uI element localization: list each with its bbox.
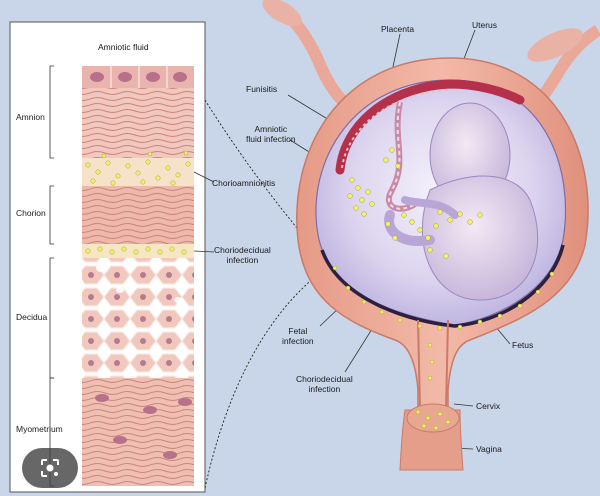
- label-fetal-infection-line2: infection: [282, 336, 314, 346]
- tissue-column: [49, 65, 194, 487]
- lens-search-button[interactable]: [22, 448, 78, 488]
- label-decidua: Decidua: [16, 312, 48, 322]
- label-amnion: Amnion: [16, 112, 45, 122]
- label-choriodecidual2-line2: infection: [308, 384, 341, 394]
- label-funisitis: Funisitis: [246, 84, 278, 94]
- label-choriodecidual-infection-left: Choriodecidual infection: [214, 245, 271, 265]
- label-choriodecidual-line2: infection: [226, 255, 259, 265]
- uterus-illustration: [262, 0, 600, 471]
- placenta-shape: [335, 79, 525, 175]
- label-vagina: Vagina: [476, 444, 502, 454]
- label-choriodecidual2-line1: Choriodecidual: [296, 374, 353, 384]
- tissue-infection-dots: [85, 150, 191, 255]
- label-fetus: Fetus: [512, 340, 534, 350]
- label-choriodecidual-infection-bottom: Choriodecidual infection: [296, 374, 353, 394]
- amnion-epithelium: [82, 66, 194, 88]
- label-chorion: Chorion: [16, 208, 46, 218]
- label-amniotic-fluid-infection: Amniotic fluid infection: [246, 124, 296, 144]
- label-chorioamnionitis: Chorioamnionitis: [212, 178, 276, 188]
- cervix-shape: [417, 319, 449, 411]
- lens-search-icon: [41, 459, 59, 477]
- label-amniotic-fluid: Amniotic fluid: [98, 42, 149, 52]
- label-myometrium: Myometrium: [16, 424, 63, 434]
- fetus-body: [421, 175, 539, 301]
- label-choriodecidual-line1: Choriodecidual: [214, 245, 271, 255]
- label-fetal-infection-line1: Fetal: [288, 326, 308, 336]
- uterus-infection-dots: [332, 147, 555, 431]
- label-fetal-infection: Fetal infection: [282, 326, 314, 346]
- label-uterus: Uterus: [472, 20, 498, 30]
- label-amniotic-fluid-infection-line1: Amniotic: [254, 124, 288, 134]
- callout-dotted-lines: [204, 99, 331, 489]
- label-cervix: Cervix: [476, 401, 501, 411]
- label-amniotic-fluid-infection-line2: fluid infection: [246, 134, 296, 144]
- label-placenta: Placenta: [381, 24, 415, 34]
